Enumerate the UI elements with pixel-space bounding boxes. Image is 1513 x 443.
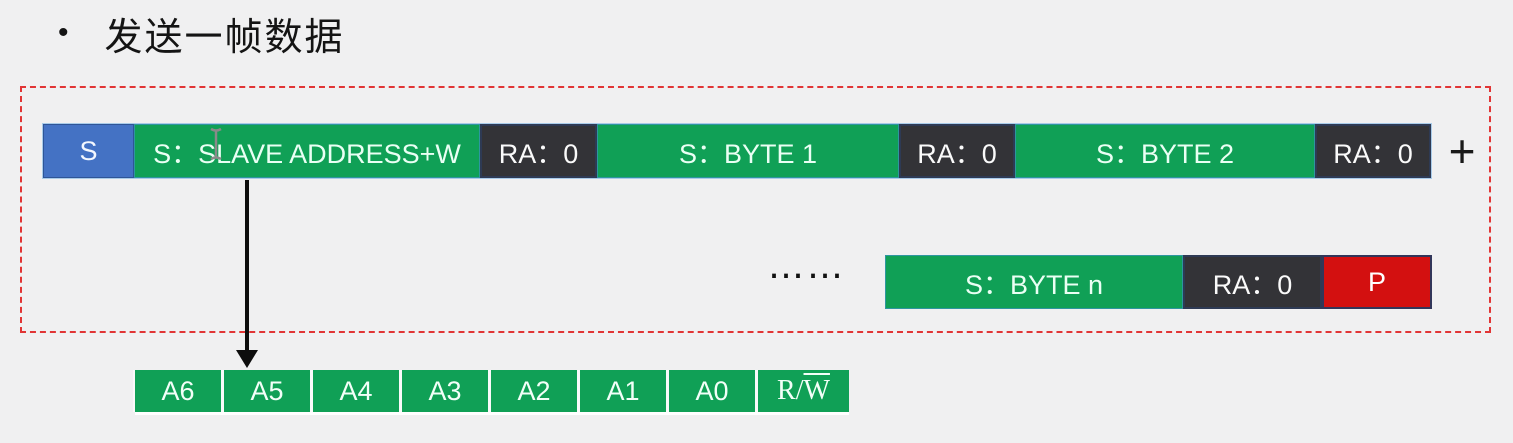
byten-box: S：BYTE n	[885, 255, 1183, 309]
page-title: 发送一帧数据	[104, 16, 345, 59]
bit-a3: A3	[402, 370, 491, 412]
ack-box-n: RA：0	[1183, 255, 1322, 309]
bit-a2: A2	[491, 370, 580, 412]
text-ibeam-cursor	[210, 127, 222, 161]
i2c-frame-row-1: S S：SLAVE ADDRESS+W RA：0 S：BYTE 1 RA：0 S…	[43, 124, 1431, 178]
rw-wbar: W	[803, 375, 830, 406]
address-expansion-arrow-head	[236, 350, 258, 368]
stop-condition-box: P	[1322, 255, 1432, 309]
bit-a6: A6	[135, 370, 224, 412]
bit-a4: A4	[313, 370, 402, 412]
ack-box-3: RA：0	[1315, 124, 1431, 178]
plus-sign: +	[1448, 125, 1476, 177]
bit-a0: A0	[669, 370, 758, 412]
ack-box-1: RA：0	[480, 124, 597, 178]
bit-a5: A5	[224, 370, 313, 412]
start-condition-box: S	[43, 124, 134, 178]
i2c-frame-row-2: S：BYTE n RA：0 P	[885, 255, 1432, 309]
byte1-box: S：BYTE 1	[597, 124, 899, 178]
address-expansion-arrow-line	[245, 180, 249, 352]
bit-rw: R/W	[758, 370, 849, 412]
ack-box-2: RA：0	[899, 124, 1015, 178]
bullet-marker: •	[58, 16, 69, 49]
continuation-ellipsis: ……	[768, 246, 846, 287]
slave-address-box: S：SLAVE ADDRESS+W	[134, 124, 480, 178]
rw-prefix: R/	[777, 375, 804, 406]
address-bit-row: A6 A5 A4 A3 A2 A1 A0 R/W	[135, 370, 849, 412]
frame-dashed-border	[20, 86, 1491, 333]
bit-a1: A1	[580, 370, 669, 412]
slide-title-row: • 发送一帧数据	[58, 6, 345, 60]
byte2-box: S：BYTE 2	[1015, 124, 1315, 178]
